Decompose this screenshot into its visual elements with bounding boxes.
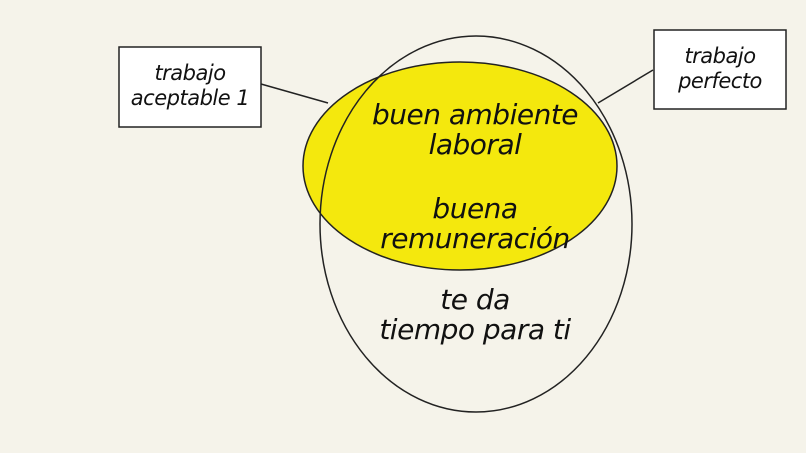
box-right-line-1: trabajo xyxy=(684,44,756,68)
yellow-line-3: buena xyxy=(432,192,518,225)
white-label: te da tiempo para ti xyxy=(345,285,605,345)
yellow-line-2: laboral xyxy=(428,128,522,161)
box-right-label: trabajo perfecto xyxy=(654,44,786,94)
box-left xyxy=(118,46,262,128)
yellow-label-top: buen ambiente laboral xyxy=(350,100,600,160)
box-right-line-2: perfecto xyxy=(678,69,762,93)
box-right xyxy=(653,29,787,110)
box-left-line-1: trabajo xyxy=(154,61,226,85)
connector-left xyxy=(260,83,329,104)
yellow-label-bottom: buena remuneración xyxy=(350,194,600,254)
yellow-ellipse xyxy=(302,61,618,271)
box-left-label: trabajo aceptable 1 xyxy=(119,61,261,111)
white-line-1: te da xyxy=(440,283,510,316)
connector-right xyxy=(597,69,654,104)
box-left-line-2: aceptable 1 xyxy=(130,86,250,110)
yellow-line-4: remuneración xyxy=(380,222,570,255)
white-line-2: tiempo para ti xyxy=(379,313,571,346)
outline-ellipse xyxy=(319,35,633,413)
yellow-line-1: buen ambiente xyxy=(371,98,579,131)
